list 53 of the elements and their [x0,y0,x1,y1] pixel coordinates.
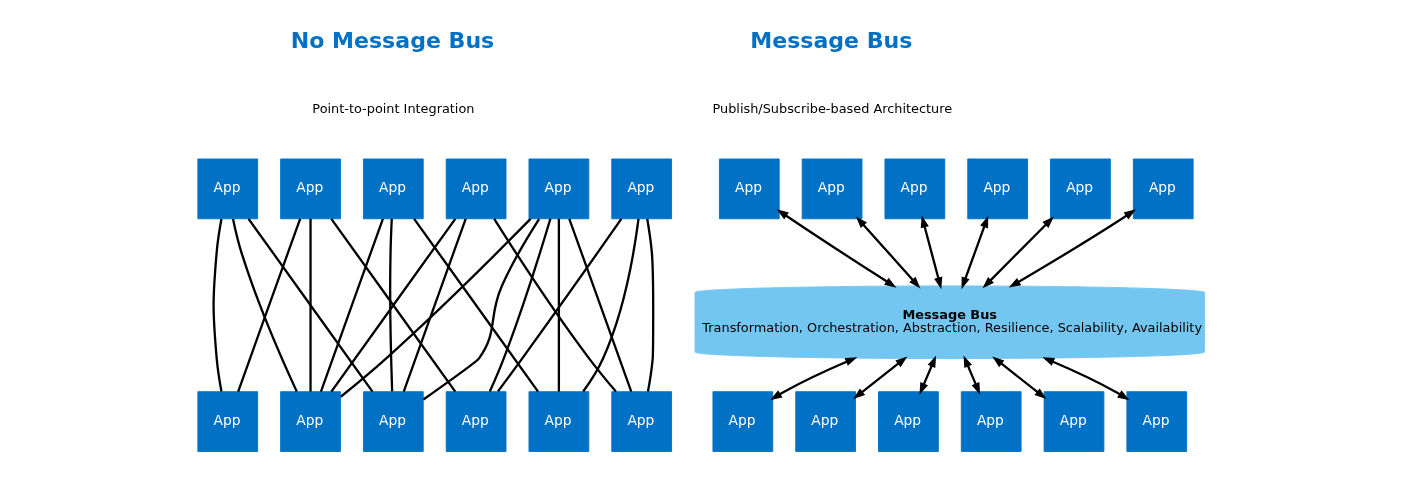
arrow [769,357,857,401]
arrow [961,215,988,290]
node-box: App [528,391,589,452]
node-box: App [196,158,258,220]
node-box: App [960,391,1022,452]
connector [402,218,467,392]
connector [567,218,632,392]
connector [581,218,640,393]
node-box: App [1043,391,1104,452]
arrow [920,215,942,290]
arrow [852,356,907,400]
arrow [1008,209,1136,288]
node-box: App [712,391,773,452]
connector [329,218,456,393]
arrow [991,356,1046,400]
node-box: App [966,158,1028,220]
node-box: App [884,158,945,220]
node-box: App [528,158,589,220]
connector [557,218,560,392]
arrow [963,355,980,395]
connector [339,218,531,398]
node-box: App [1125,391,1187,452]
node-box: App [279,391,341,452]
connector [308,218,312,392]
arrow [776,209,896,288]
label: Publish/Subscribe-based Architecture [712,100,952,116]
node-box: App [445,391,506,452]
node-box: App [279,158,341,220]
label: No Message Bus [290,27,494,53]
node-box: App [794,391,856,452]
arrow [1041,357,1129,401]
node-box: App [362,158,424,220]
arrow [918,355,936,395]
connector [645,218,654,392]
label: Message Bus [749,27,912,53]
arrow [855,216,920,289]
node-box: App [362,391,424,452]
node-box: App [610,158,672,220]
node-box: App [610,391,672,452]
node-box: App [718,158,780,220]
connector [319,218,384,392]
node-box: App [877,391,939,452]
connector [211,218,223,392]
label: Point-to-point Integration [311,100,474,116]
arrow [982,216,1054,289]
node-box: App [1049,158,1111,220]
connector [247,218,373,393]
node-box: App [445,158,506,220]
node-box: App [196,391,258,452]
node-box: App [801,158,862,220]
connector [488,218,551,393]
node-box: App [1132,158,1194,220]
connector [388,218,393,392]
